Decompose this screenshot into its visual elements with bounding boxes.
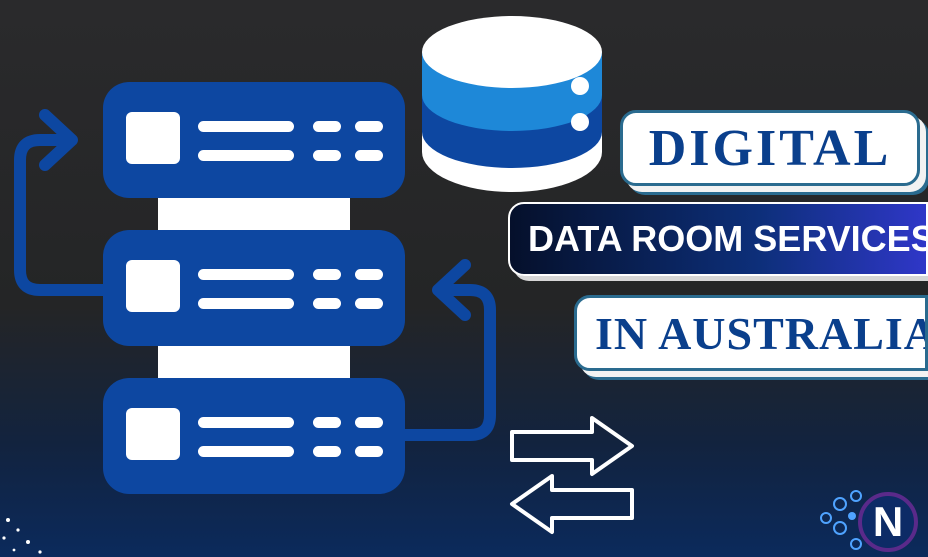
headline-line3: IN AUSTRALIA [595, 307, 928, 359]
headline-services: DATA ROOM SERVICES [508, 202, 928, 276]
server-unit-top [103, 82, 405, 198]
decorative-dots [2, 518, 42, 554]
logo-letter: N [872, 498, 904, 545]
server-rack-icon [2, 82, 496, 554]
company-logo: N [818, 488, 922, 554]
server-unit-middle [103, 230, 405, 346]
headline-line1: DIGITAL [648, 119, 892, 177]
sync-arrow-left [14, 109, 118, 296]
server-unit-bottom [103, 378, 405, 494]
headline-digital: DIGITAL [620, 110, 920, 186]
headline-line2: DATA ROOM SERVICES [528, 218, 928, 259]
logo-dots [820, 490, 918, 552]
arrow-right-outline [510, 416, 634, 476]
arrow-left-outline [510, 474, 634, 534]
sync-arrow-right [394, 259, 496, 441]
headline-australia: IN AUSTRALIA [574, 295, 928, 371]
